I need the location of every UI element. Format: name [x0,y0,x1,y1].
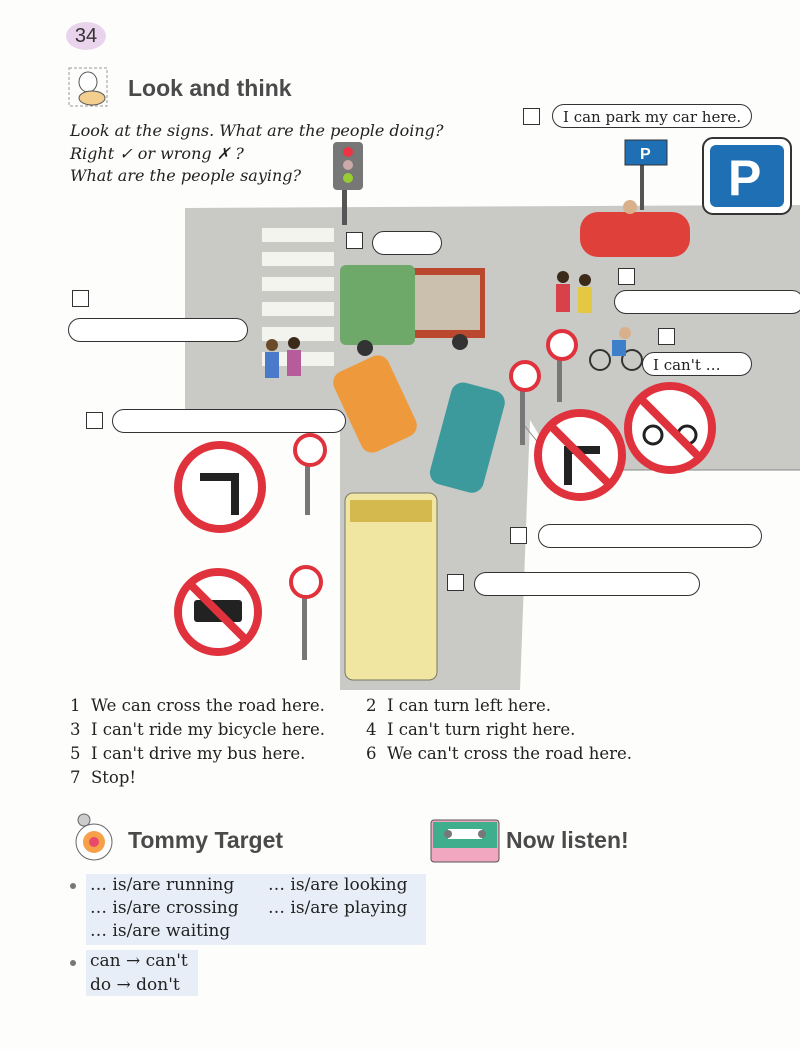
speech-bubble-empty[interactable] [614,290,800,314]
instruction-line: What are the people saying? [70,166,302,185]
answer-checkbox[interactable] [523,108,540,125]
instruction-line: Right ✓ or wrong ✗ ? [70,143,244,163]
sentence-5: 5 I can't drive my bus here. [70,744,306,763]
sentence-7: 7 Stop! [70,768,137,787]
target-phrase: … is/are running [90,875,235,895]
target-phrase: … is/are playing [268,898,408,918]
answer-checkbox[interactable] [510,527,527,544]
traffic-light [333,142,363,225]
speech-bubble-empty[interactable] [372,231,442,255]
zebra-crossing [262,228,334,366]
speech-bubble-empty[interactable] [68,318,248,342]
orange-car [333,355,417,453]
answer-checkbox[interactable] [86,412,103,429]
parking-sign-small-letter: P [640,146,651,163]
answer-checkbox[interactable] [618,268,635,285]
answer-checkbox[interactable] [72,290,89,307]
sentence-list-right: 2 I can turn left here. 4 I can't turn r… [366,694,632,766]
target-verbs-box: … is/are running … is/are looking … is/a… [86,874,426,945]
turn-left-sign [174,433,327,533]
no-right-turn-sign [509,360,626,501]
contraction: do → don't [90,974,180,995]
yellow-bus [344,492,438,681]
speech-bubble-empty[interactable] [538,524,762,548]
no-bus-sign [174,565,323,660]
speech-bubble-empty[interactable] [474,572,700,596]
target-phrase: … is/are crossing [90,898,239,918]
mascot-icon [68,67,108,107]
green-truck [340,265,485,356]
pedestrians [265,271,592,378]
contraction: can → can't [90,951,188,971]
sentence-4: 4 I can't turn right here. [366,720,576,739]
speech-bubble-park: I can park my car here. [552,104,752,128]
answer-checkbox[interactable] [447,574,464,591]
parking-sign-big-letter: P [728,150,761,206]
section-title-look-and-think: Look and think [128,75,292,101]
red-car [580,200,690,257]
answer-checkbox[interactable] [346,232,363,249]
speech-bubble-empty[interactable] [112,409,346,433]
sentence-6: 6 We can't cross the road here. [366,744,633,763]
no-bicycles-sign [546,329,716,474]
sentence-3: 3 I can't ride my bicycle here. [70,720,326,739]
contractions-box: can → can't do → don't [86,950,198,996]
bullet [70,883,76,889]
tommy-target-icon [75,813,113,861]
bullet [70,960,76,966]
sentence-1: 1 We can cross the road here. [70,696,325,715]
speech-bubble-cant: I can't … [642,352,752,376]
section-title-now-listen: Now listen! [506,827,629,853]
answer-checkbox[interactable] [658,328,675,345]
page-number: 34 [66,22,106,50]
section-title-tommy-target: Tommy Target [128,827,284,853]
teal-car [429,382,505,493]
target-phrase: … is/are looking [268,875,408,895]
sentence-2: 2 I can turn left here. [366,696,552,715]
cassette-icon [430,819,500,863]
target-phrase: … is/are waiting [90,921,231,941]
instructions: Look at the signs. What are the people d… [70,120,443,188]
sentence-list-left: 1 We can cross the road here. 3 I can't … [70,694,325,790]
instruction-line: Look at the signs. What are the people d… [70,121,444,140]
